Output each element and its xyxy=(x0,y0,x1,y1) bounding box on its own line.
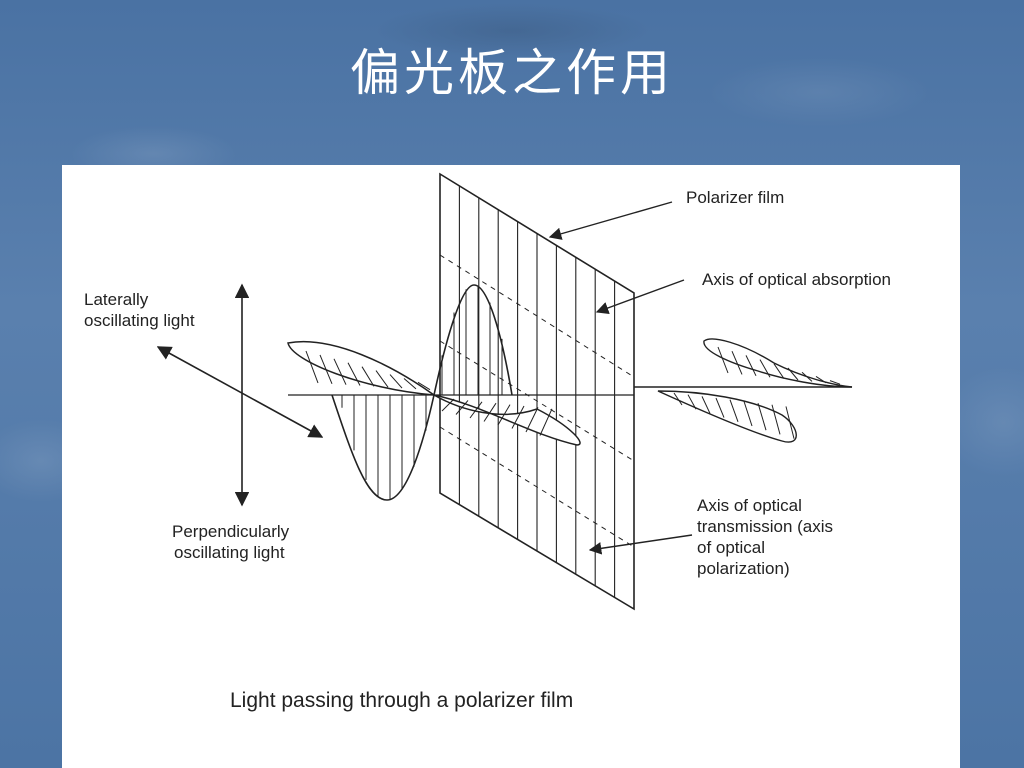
label-transmission-line3: of optical xyxy=(697,538,765,557)
slide-title: 偏光板之作用 xyxy=(350,44,674,102)
transmitted-wave xyxy=(634,338,853,443)
label-lateral-line1: Laterally xyxy=(84,290,149,309)
label-transmission-line1: Axis of optical xyxy=(697,496,802,515)
film-transmission-lines xyxy=(458,185,616,598)
label-transmission-line2: transmission (axis xyxy=(697,517,833,536)
label-perp-line1: Perpendicularly xyxy=(172,522,290,541)
perpendicular-wave xyxy=(288,284,634,501)
polarizer-diagram: Polarizer film Axis of optical absorptio… xyxy=(84,172,891,712)
diagram-panel: Polarizer film Axis of optical absorptio… xyxy=(62,165,960,768)
label-polarizer-film: Polarizer film xyxy=(686,188,784,207)
label-axis-absorption: Axis of optical absorption xyxy=(702,270,891,289)
label-transmission-line4: polarization) xyxy=(697,559,790,578)
polarizer-film-sheet xyxy=(439,172,635,611)
oscillation-arrows xyxy=(156,283,324,507)
label-perp-line2: oscillating light xyxy=(174,543,285,562)
figure-caption: Light passing through a polarizer film xyxy=(230,689,573,712)
pointer-arrows xyxy=(548,201,693,555)
film-absorption-dashed-lines xyxy=(439,254,635,548)
label-lateral-line2: oscillating light xyxy=(84,311,195,330)
